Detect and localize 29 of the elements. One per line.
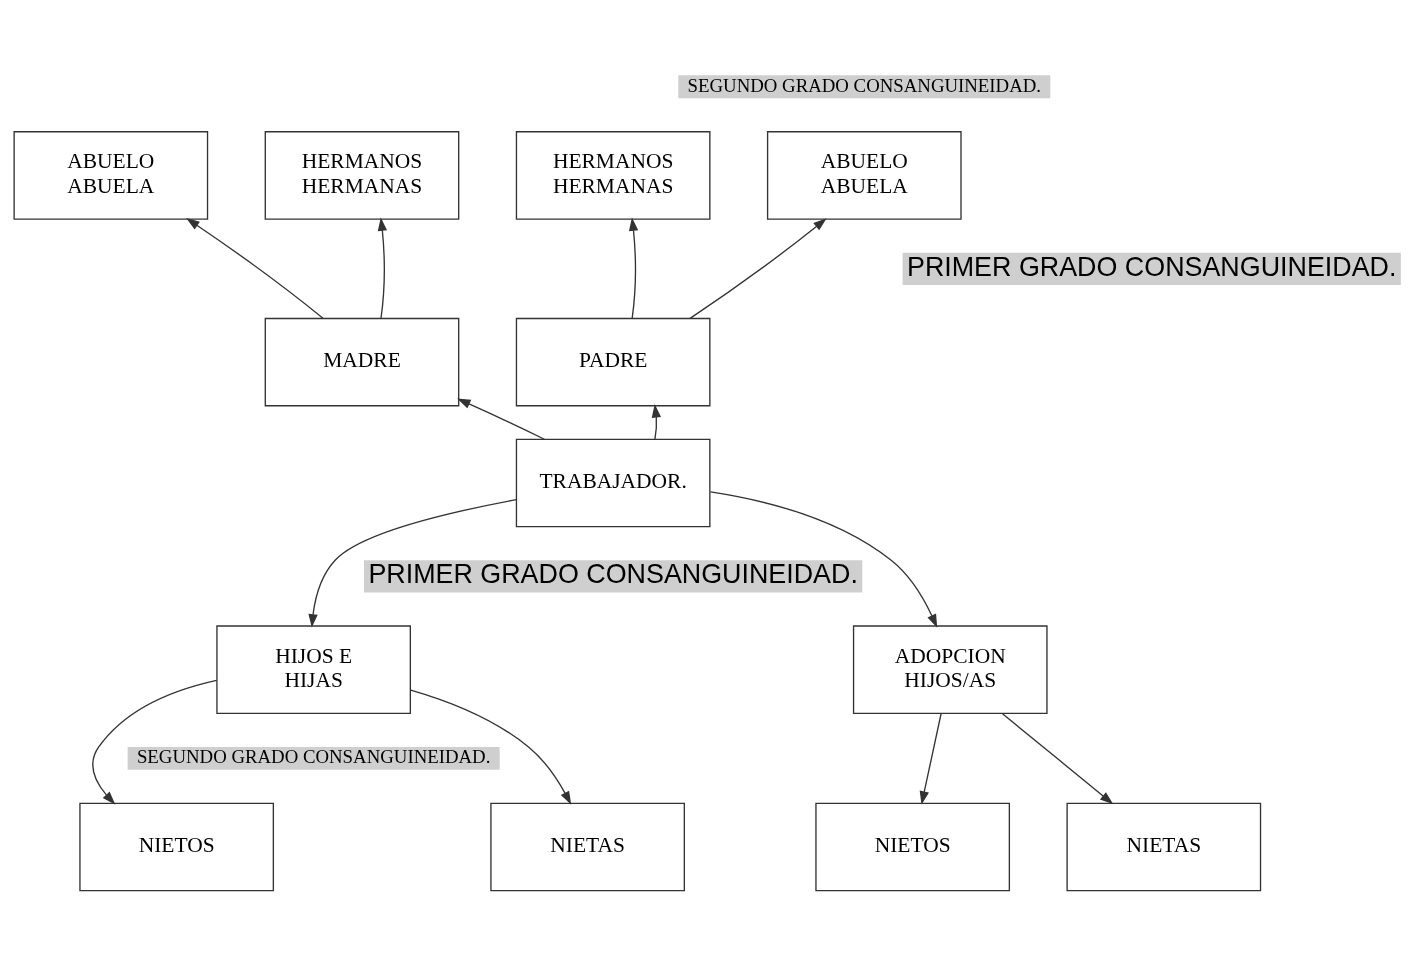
node-box: ABUELO ABUELA	[13, 130, 209, 220]
arrow	[410, 688, 572, 805]
arrow	[308, 498, 517, 628]
node-box: HERMANOS HERMANAS	[264, 130, 460, 220]
node-box: NIETOS	[815, 802, 1011, 891]
node-box: NIETOS	[79, 802, 275, 891]
arrow	[689, 217, 827, 319]
label: PRIMER GRADO CONSANGUINEIDAD.	[906, 250, 1397, 281]
arrow	[377, 216, 388, 319]
node-box: ABUELO ABUELA	[766, 130, 962, 220]
arrow	[628, 216, 639, 319]
label: SEGUNDO GRADO CONSANGUINEIDAD.	[136, 745, 491, 767]
node-box: NIETAS	[1066, 802, 1262, 891]
node-box: ADOPCION HIJOS/AS	[852, 624, 1048, 714]
arrow	[919, 712, 942, 805]
label: PRIMER GRADO CONSANGUINEIDAD.	[368, 558, 858, 589]
node-box: NIETAS	[490, 802, 685, 891]
arrow	[651, 403, 662, 440]
arrow	[92, 679, 218, 805]
node-box: TRABAJADOR.	[515, 438, 711, 527]
node-box: HIJOS E HIJAS	[216, 624, 411, 714]
node-box: MADRE	[264, 317, 460, 406]
arrow	[457, 398, 546, 440]
arrow	[1001, 712, 1114, 804]
arrow	[186, 217, 324, 319]
arrow	[709, 490, 938, 628]
node-box: PADRE	[515, 317, 711, 406]
label: SEGUNDO GRADO CONSANGUINEIDAD.	[687, 74, 1042, 96]
node-box: HERMANOS HERMANAS	[515, 130, 711, 220]
